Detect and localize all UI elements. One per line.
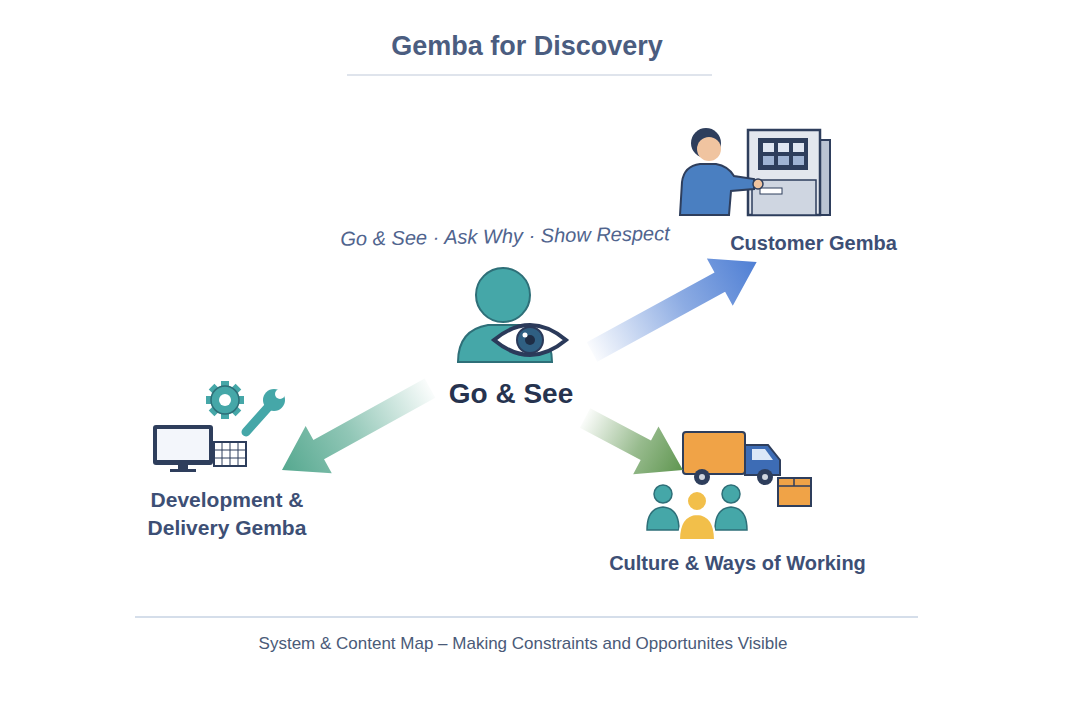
screen-tile bbox=[763, 143, 774, 152]
person-head bbox=[687, 491, 707, 511]
gemba-node: Development & Delivery Gemba bbox=[112, 470, 342, 548]
parcel-tape bbox=[778, 478, 811, 486]
diagram-caption: System & Content Map – Making Constraint… bbox=[123, 634, 923, 654]
node-label: Development & Delivery Gemba bbox=[112, 486, 342, 542]
customer-illustration bbox=[680, 128, 830, 215]
person-face bbox=[697, 137, 721, 161]
monitor-base bbox=[170, 469, 196, 472]
machine-slot bbox=[760, 188, 782, 194]
machine-panel bbox=[752, 180, 816, 215]
person-body bbox=[679, 514, 715, 540]
gear-icon bbox=[206, 381, 244, 419]
eye-outline bbox=[494, 325, 566, 355]
wheel-hub bbox=[762, 474, 768, 480]
flow-arrow bbox=[282, 378, 435, 473]
screen-tile bbox=[778, 156, 789, 165]
gear-hole bbox=[219, 394, 231, 406]
parcel-box bbox=[778, 478, 811, 506]
caption-rule bbox=[135, 616, 918, 618]
screen-tile bbox=[793, 156, 804, 165]
development-illustration bbox=[153, 381, 285, 472]
wrench-head bbox=[263, 389, 285, 411]
person-head bbox=[654, 485, 672, 503]
gear-tooth bbox=[209, 384, 242, 417]
gemba-node: Culture & Ways of Working bbox=[590, 470, 885, 585]
culture-illustration bbox=[647, 432, 811, 540]
truck-window bbox=[752, 449, 773, 460]
person-head bbox=[722, 485, 740, 503]
gear-tooth bbox=[209, 384, 242, 417]
observer-icon bbox=[458, 268, 566, 362]
gear-body bbox=[211, 386, 239, 414]
screen-tile bbox=[793, 143, 804, 152]
node-label: Culture & Ways of Working bbox=[609, 551, 866, 575]
machine-side bbox=[820, 140, 830, 215]
person-body bbox=[715, 507, 747, 530]
wrench-notch bbox=[275, 389, 285, 399]
machine-screen bbox=[758, 138, 808, 170]
keyboard bbox=[214, 442, 246, 466]
flow-arrow bbox=[587, 258, 757, 361]
screen-tile bbox=[763, 156, 774, 165]
node-label: Customer Gemba bbox=[730, 231, 897, 255]
eye-highlight bbox=[523, 333, 528, 338]
person-body bbox=[680, 164, 754, 215]
principle-label: Go & See · Ask Why · Show Respect bbox=[300, 221, 710, 251]
wheel-hub bbox=[699, 474, 705, 480]
monitor-screen bbox=[157, 429, 209, 460]
truck-wheel bbox=[757, 469, 773, 485]
keyboard-grid bbox=[214, 442, 246, 466]
machine-body bbox=[748, 130, 820, 215]
person-hand bbox=[753, 179, 763, 189]
screen-tile bbox=[778, 143, 789, 152]
person-body bbox=[647, 507, 679, 530]
gemba-node: Customer Gemba bbox=[712, 224, 915, 262]
node-label: Go & See bbox=[449, 378, 573, 410]
truck-wheel bbox=[694, 469, 710, 485]
monitor-frame bbox=[153, 425, 213, 465]
title-rule bbox=[347, 74, 712, 76]
diagram-title: Gemba for Discovery bbox=[277, 31, 777, 62]
eye-iris bbox=[517, 327, 543, 353]
flow-arrow bbox=[580, 408, 683, 474]
observer-head bbox=[476, 268, 530, 322]
truck-cargo bbox=[683, 432, 745, 474]
hub-node: Go & See bbox=[430, 262, 592, 418]
